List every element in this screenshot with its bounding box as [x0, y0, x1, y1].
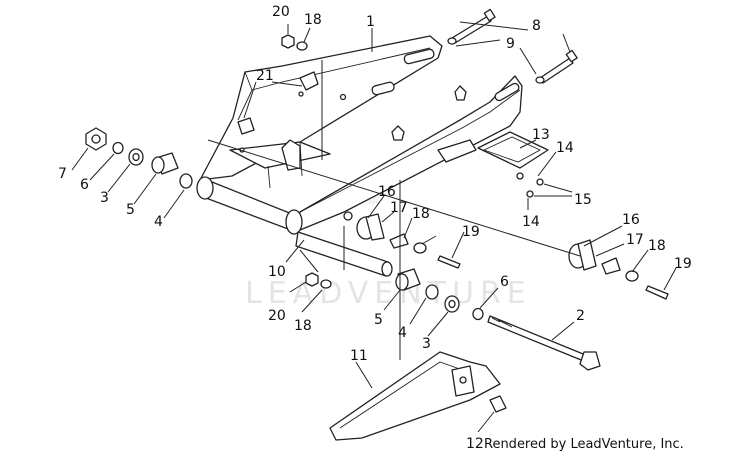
assembly-centerlines [207, 60, 581, 360]
callout-18: 18 [648, 238, 666, 254]
callout-3: 3 [422, 336, 431, 352]
upper-bolts [447, 8, 578, 84]
callout-6: 6 [500, 274, 509, 290]
watermark-text: LEADVENTURE [245, 276, 532, 311]
callout-19: 19 [462, 224, 480, 240]
right-mount-hardware [568, 239, 669, 300]
callout-20: 20 [268, 308, 286, 324]
callout-12: 12 [466, 436, 484, 452]
callout-14: 14 [522, 214, 540, 230]
callout-18: 18 [304, 12, 322, 28]
pivot-bolt [487, 315, 601, 371]
callout-5: 5 [374, 312, 383, 328]
callout-1: 1 [366, 14, 375, 30]
chain-slider [329, 351, 507, 441]
callout-10: 10 [268, 264, 286, 280]
callout-6: 6 [80, 177, 89, 193]
callout-16: 16 [622, 212, 640, 228]
pivot-hardware-left [85, 127, 193, 189]
leader-lines [71, 21, 677, 433]
chain-guide-bracket [477, 131, 549, 198]
callout-17: 17 [626, 232, 644, 248]
callout-8: 8 [532, 18, 541, 34]
callout-18: 18 [412, 206, 430, 222]
callout-19: 19 [674, 256, 692, 272]
callout-21: 21 [256, 68, 274, 84]
callout-9: 9 [506, 36, 515, 52]
callout-5: 5 [126, 202, 135, 218]
callout-17: 17 [390, 200, 408, 216]
callout-14: 14 [556, 140, 574, 156]
callout-16: 16 [378, 184, 396, 200]
center-mount-hardware [356, 213, 461, 269]
swingarm [196, 35, 523, 235]
pivot-hardware-right [395, 268, 484, 321]
callout-7: 7 [58, 166, 67, 182]
callout-15: 15 [574, 192, 592, 208]
callout-3: 3 [100, 190, 109, 206]
callout-4: 4 [154, 214, 163, 230]
lower-nut-washer [305, 272, 332, 289]
callout-labels: 1 2 3 3 4 4 5 5 6 6 7 8 9 10 11 12 13 14… [58, 4, 692, 452]
pivot-spacer [295, 231, 393, 277]
callout-2: 2 [576, 308, 585, 324]
callout-18: 18 [294, 318, 312, 334]
callout-4: 4 [398, 325, 407, 341]
top-nut-washer [281, 34, 308, 51]
callout-13: 13 [532, 127, 550, 143]
cable-clamps [237, 71, 319, 153]
callout-11: 11 [350, 348, 368, 364]
credit-text: Rendered by LeadVenture, Inc. [484, 437, 684, 452]
callout-20: 20 [272, 4, 290, 20]
